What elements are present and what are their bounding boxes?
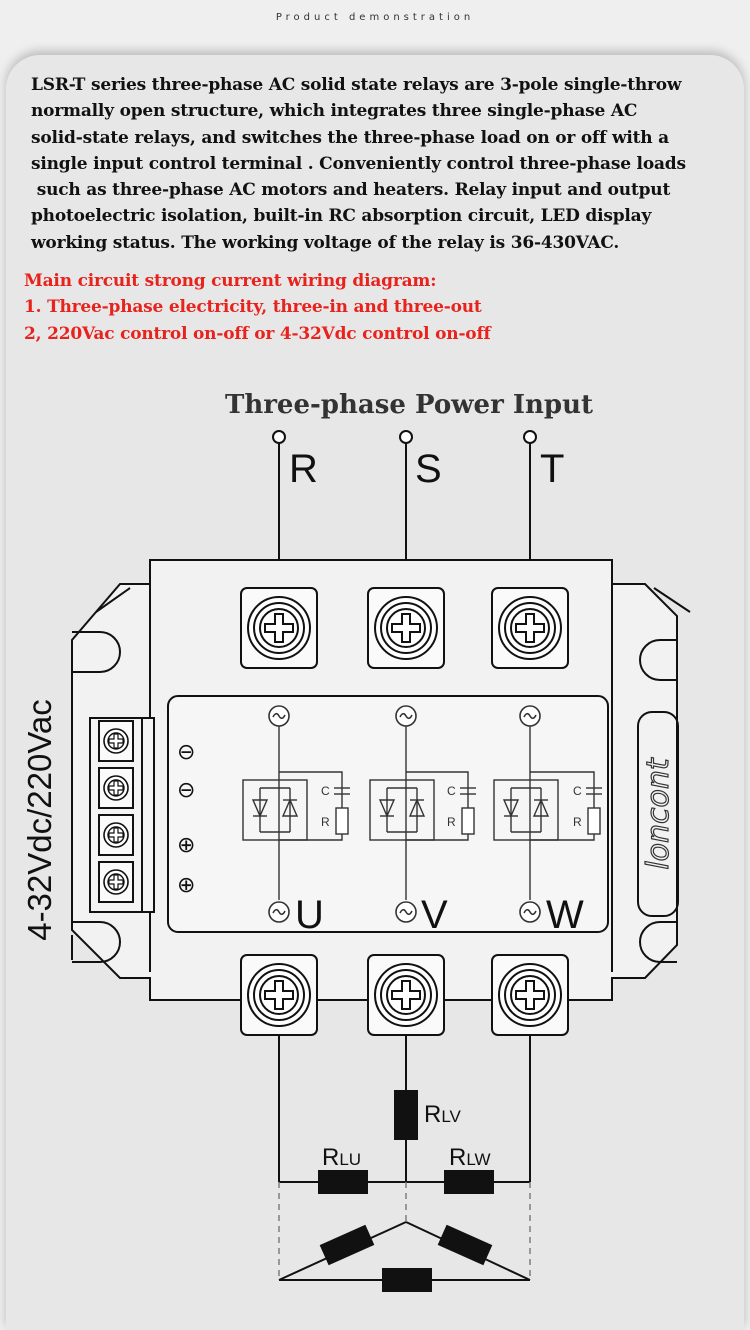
- delta-resistor-right: [437, 1224, 493, 1266]
- intro-line: such as three-phase AC motors and heater…: [31, 180, 671, 201]
- rc-label-r1: R: [321, 815, 330, 829]
- ac-output-icon-v: [395, 901, 417, 923]
- rc-label-r3: R: [573, 815, 582, 829]
- load-resistor-lv: [394, 1090, 418, 1140]
- delta-resistor-bottom: [382, 1268, 432, 1292]
- control-terminal-3: [98, 814, 134, 856]
- phase-label-v: V: [421, 893, 448, 937]
- rc-label-c1: C: [321, 784, 330, 798]
- ac-output-icon-w: [519, 901, 541, 923]
- ac-input-icon-t: [519, 705, 541, 727]
- delta-resistor-left: [319, 1224, 375, 1266]
- input-terminal-t: [523, 430, 537, 444]
- control-voltage-label: 4-32Vdc/220Vac: [21, 699, 58, 941]
- phase-label-w: W: [546, 893, 584, 937]
- rc-label-r2: R: [447, 815, 456, 829]
- load-label-lu: RLU: [322, 1144, 361, 1171]
- intro-line: solid-state relays, and switches the thr…: [31, 127, 669, 148]
- load-label-lw: RLW: [449, 1144, 491, 1171]
- control-terminal-4: [98, 861, 134, 903]
- intro-line: working status. The working voltage of t…: [31, 232, 620, 253]
- minus-sign-2: ⊖: [177, 778, 195, 803]
- delta-connection-dashed: [278, 1182, 531, 1280]
- minus-sign-1: ⊖: [177, 740, 195, 765]
- plus-sign-1: ⊕: [177, 833, 195, 858]
- wiring-notes: Main circuit strong current wiring diagr…: [24, 268, 736, 347]
- notes-item-1: 1. Three-phase electricity, three-in and…: [24, 297, 482, 318]
- intro-text: LSR-T series three-phase AC solid state …: [31, 72, 743, 256]
- rc-components: [334, 787, 602, 835]
- intro-line: normally open structure, which integrate…: [31, 101, 638, 122]
- screw-terminal-top-s: [367, 587, 445, 669]
- control-terminal-1: [98, 720, 134, 762]
- rc-label-c3: C: [573, 784, 582, 798]
- brand-logo: loncont: [641, 757, 676, 870]
- screw-terminal-bottom-v: [367, 954, 445, 1036]
- load-resistor-lu: [318, 1170, 368, 1194]
- load-label-lv: RLV: [424, 1101, 462, 1128]
- screw-terminal-bottom-w: [491, 954, 569, 1036]
- phase-label-u: U: [295, 893, 324, 937]
- phase-label-r: R: [289, 447, 318, 491]
- input-terminal-r: [272, 430, 286, 444]
- load-resistor-lw: [444, 1170, 494, 1194]
- screw-terminal-bottom-u: [240, 954, 318, 1036]
- screw-terminal-top-r: [240, 587, 318, 669]
- ac-input-icon-r: [268, 705, 290, 727]
- notes-item-2: 2, 220Vac control on-off or 4-32Vdc cont…: [24, 323, 491, 344]
- phase-label-s: S: [415, 447, 442, 491]
- top-label: Product demonstration: [275, 12, 475, 23]
- input-terminal-s: [399, 430, 413, 444]
- ac-input-icon-s: [395, 705, 417, 727]
- diagram-title: Three-phase Power Input: [225, 390, 593, 420]
- plus-sign-2: ⊕: [177, 873, 195, 898]
- inner-phase-lines: [278, 726, 595, 900]
- intro-line: LSR-T series three-phase AC solid state …: [31, 75, 682, 95]
- intro-line: photoelectric isolation, built-in RC abs…: [31, 206, 652, 227]
- notes-heading: Main circuit strong current wiring diagr…: [24, 271, 437, 291]
- ac-output-icon-u: [268, 901, 290, 923]
- rc-label-c2: C: [447, 784, 456, 798]
- screw-terminal-top-t: [491, 587, 569, 669]
- control-terminal-2: [98, 767, 134, 809]
- intro-line: single input control terminal . Convenie…: [31, 153, 686, 174]
- phase-label-t: T: [540, 447, 564, 491]
